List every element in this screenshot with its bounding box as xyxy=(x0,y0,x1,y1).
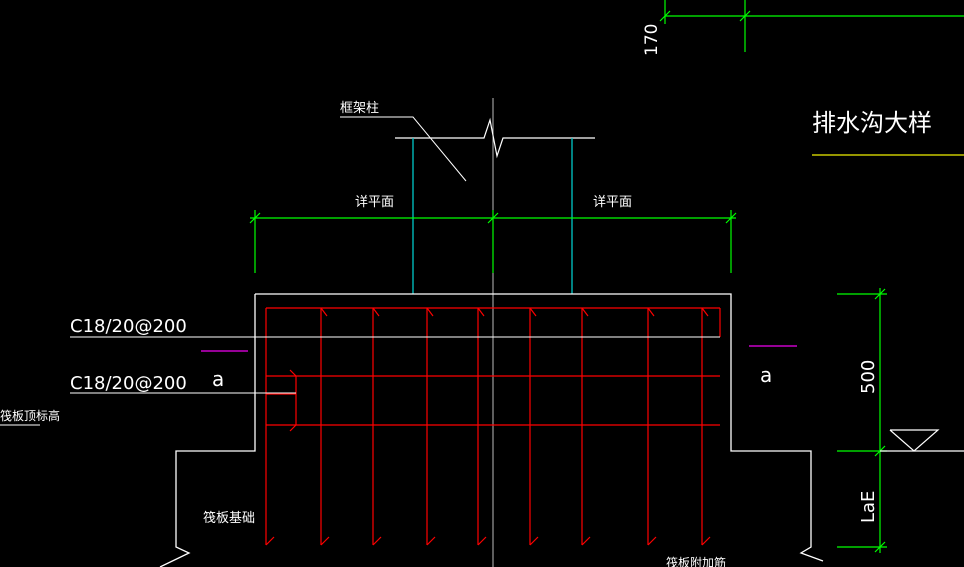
section-mark-right: a xyxy=(760,363,772,387)
rebar-cage xyxy=(265,307,721,546)
raft-outline xyxy=(159,293,824,567)
raft-added-bar-label: 筏板附加筋 xyxy=(666,555,726,567)
dim-500-label: 500 xyxy=(858,360,879,394)
drawing-title: 排水沟大样 xyxy=(812,109,932,137)
dim-lae-label: LaE xyxy=(858,491,879,523)
column-label: 框架柱 xyxy=(340,101,379,116)
rebar-leaders xyxy=(70,336,720,394)
top-dimension-170 xyxy=(659,0,964,52)
detail-plan-left-label: 详平面 xyxy=(355,195,394,210)
column-break-line xyxy=(395,117,595,159)
top-width-dimension xyxy=(249,210,737,273)
ground-level-symbol xyxy=(880,429,964,452)
dim-170-label: 170 xyxy=(642,24,662,56)
detail-plan-right-label: 详平面 xyxy=(593,195,632,210)
raft-foundation-label: 筏板基础 xyxy=(203,510,255,526)
raft-top-elevation-label: 筏板顶标高 xyxy=(0,408,60,423)
column-label-leader xyxy=(340,116,467,182)
rebar-mid-label: C18/20@200 xyxy=(70,373,187,394)
section-mark-left: a xyxy=(212,367,224,391)
rebar-top-label: C18/20@200 xyxy=(70,316,187,337)
column-edges xyxy=(412,138,573,294)
